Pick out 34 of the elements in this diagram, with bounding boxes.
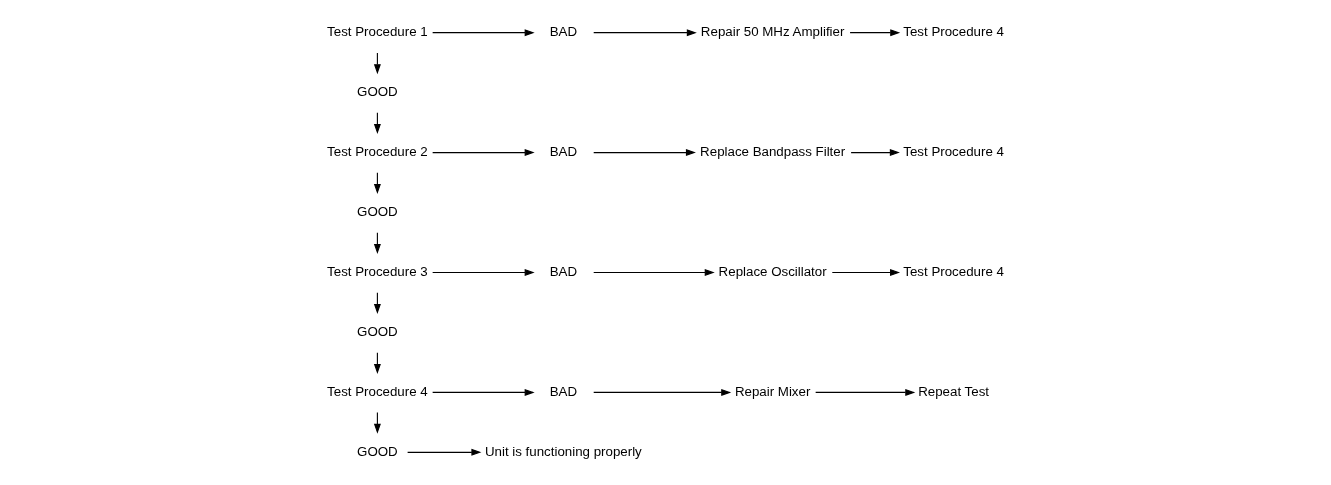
node-text: Unit is functioning properly — [484, 443, 642, 459]
arrow — [593, 149, 696, 157]
node-text: Repair 50 MHz Amplifier — [700, 24, 845, 40]
arrow — [831, 268, 901, 276]
node-text: Test Procedure 1 — [327, 24, 428, 40]
arrow — [432, 388, 535, 396]
node-text: Repeat Test — [918, 383, 990, 399]
arrow — [432, 29, 535, 37]
node-text: Test Procedure 4 — [903, 144, 1004, 160]
arrow — [432, 149, 535, 157]
node-text: GOOD — [357, 323, 398, 339]
node-text: GOOD — [357, 203, 398, 219]
node-text: GOOD — [357, 443, 398, 459]
arrow — [815, 388, 916, 396]
arrow — [432, 268, 535, 276]
arrow — [593, 388, 732, 396]
node-text: Replace Oscillator — [718, 263, 827, 279]
arrow — [593, 29, 697, 37]
arrow — [849, 29, 901, 37]
node-text: Repair Mixer — [734, 383, 811, 399]
node-text: Replace Bandpass Filter — [700, 144, 846, 160]
node-text: BAD — [549, 144, 578, 160]
node-text: Test Procedure 4 — [903, 24, 1004, 40]
node-text: Test Procedure 4 — [903, 263, 1004, 279]
arrow — [407, 448, 482, 456]
node-text: Test Procedure 2 — [327, 144, 428, 160]
node-text: Test Procedure 3 — [327, 263, 428, 279]
arrow — [850, 149, 900, 157]
node-text: BAD — [549, 263, 578, 279]
arrow — [593, 268, 715, 276]
node-text: Test Procedure 4 — [327, 383, 428, 399]
node-text: GOOD — [357, 84, 398, 100]
node-text: BAD — [549, 24, 578, 40]
node-text: BAD — [549, 383, 578, 399]
